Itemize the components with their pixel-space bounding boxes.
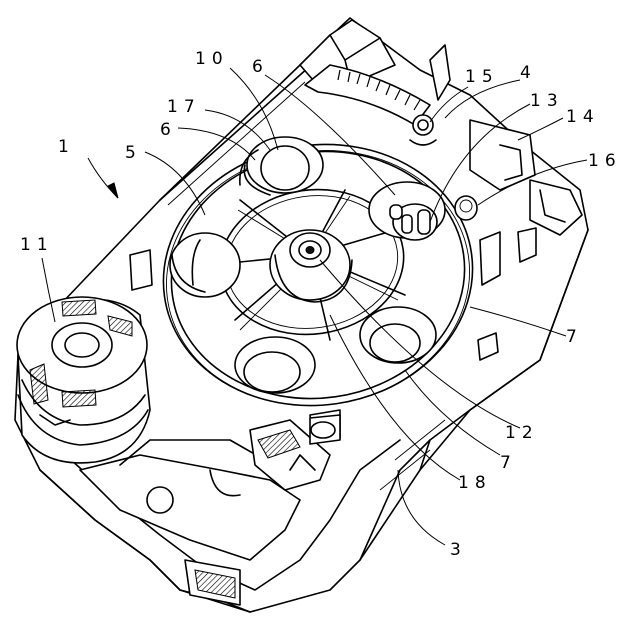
cup-lower-right [360, 307, 436, 363]
ref-label-6b: 6 [160, 120, 177, 140]
ref-label-15: 15 [465, 67, 499, 87]
ref-label-1: 1 [58, 137, 75, 157]
cup-lower-left [235, 337, 315, 393]
ref-label-11: 11 [20, 235, 54, 255]
ref-label-16: 16 [588, 151, 622, 171]
ref-label-3: 3 [450, 540, 467, 560]
cup-left [170, 233, 240, 297]
cartridge-holder [17, 297, 150, 463]
ref-label-4: 4 [520, 63, 537, 83]
ref-label-14: 14 [566, 107, 600, 127]
ref-label-6a: 6 [252, 57, 269, 77]
ref-label-13: 13 [530, 91, 564, 111]
ref-label-7b: 7 [500, 453, 517, 473]
ref-label-5: 5 [125, 143, 142, 163]
ref-label-7a: 7 [566, 327, 583, 347]
ref-label-17: 17 [167, 97, 201, 117]
ref-label-18: 18 [458, 473, 492, 493]
ref-label-10: 10 [195, 49, 229, 69]
ref-label-12: 12 [505, 423, 539, 443]
